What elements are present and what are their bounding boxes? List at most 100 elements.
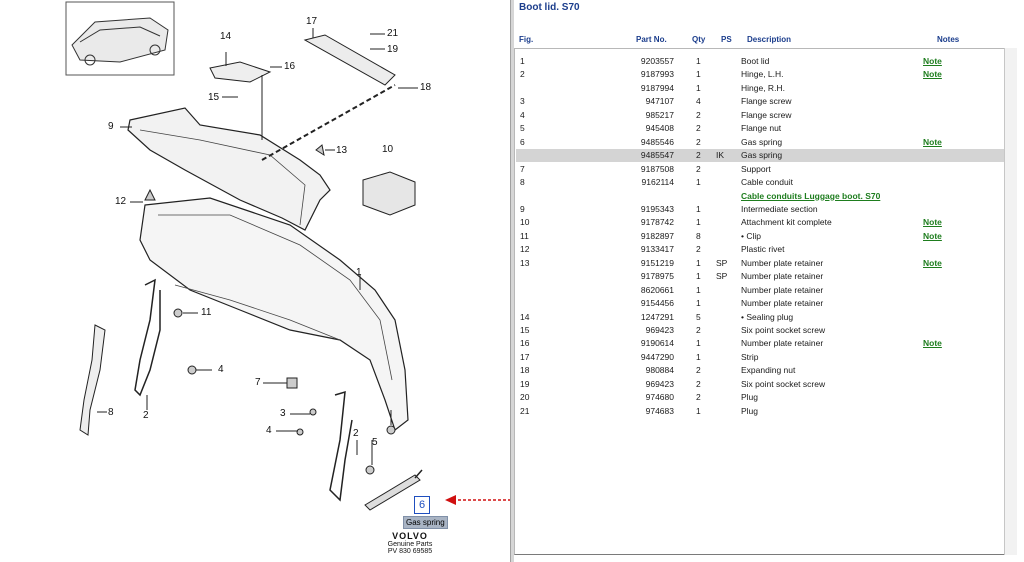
part-number-cell: 947107	[645, 96, 674, 107]
callout-10[interactable]: 10	[382, 144, 394, 155]
qty-cell: 2	[696, 325, 701, 335]
qty-cell: 2	[696, 136, 701, 147]
qty-cell: 1	[696, 82, 701, 93]
callout-2-left[interactable]: 2	[143, 410, 149, 421]
description-cell: Number plate retainer	[741, 298, 824, 309]
description-cell: Number plate retainer	[741, 257, 824, 268]
callout-4-bottom[interactable]: 4	[266, 425, 272, 436]
callout-11[interactable]: 12	[115, 196, 127, 207]
qty-cell: 4	[696, 96, 701, 107]
callout-2-right[interactable]: 2	[353, 428, 359, 439]
callout-1[interactable]: 1	[356, 267, 362, 278]
description-cell: Plastic rivet	[741, 244, 785, 255]
part-number-cell: 9151219	[640, 257, 674, 268]
note-link[interactable]: Note	[923, 136, 942, 147]
fig-cell: 18	[520, 365, 530, 376]
table-row[interactable]: 219746831Plug3	[516, 405, 1014, 418]
callout-4-top[interactable]: 4	[218, 364, 224, 375]
description-cell: Intermediate section	[741, 203, 818, 214]
callout-12[interactable]: 13	[336, 145, 348, 156]
part-number-cell: 974680	[645, 392, 674, 403]
part-number-cell: 9182897	[640, 230, 674, 241]
part-number-cell: 9154456	[640, 298, 674, 309]
qty-cell: 1	[696, 338, 701, 349]
table-row[interactable]: Cable conduits Luggage boot. S70	[516, 190, 1004, 203]
description-cell: Number plate retainer	[741, 284, 824, 295]
qty-cell: 2	[696, 244, 701, 255]
note-link[interactable]: Note	[923, 69, 942, 80]
callout-21[interactable]: 11	[201, 307, 212, 318]
callout-8[interactable]: 8	[108, 407, 114, 418]
description-cell: Six point socket screw	[741, 378, 826, 389]
fig-cell: 6	[520, 136, 525, 147]
cable-conduits-link[interactable]: Cable conduits Luggage boot. S70	[741, 190, 881, 201]
part-number-cell: 980884	[645, 365, 674, 376]
qty-cell: 2	[696, 109, 701, 120]
fig-cell: 19	[520, 378, 530, 389]
qty-cell: 1	[696, 177, 701, 188]
fig-cell: 1	[520, 56, 525, 66]
callout-19[interactable]: 21	[387, 28, 399, 39]
callout-16[interactable]: 17	[306, 16, 318, 27]
table-row[interactable]: 209746802Plug3	[516, 391, 1014, 404]
fig-cell: 14	[520, 311, 530, 322]
selected-fig-6[interactable]: 6	[414, 496, 430, 514]
callout-17[interactable]: 18	[420, 82, 432, 93]
qty-cell: 5	[696, 311, 701, 322]
note-link[interactable]: Note	[923, 257, 942, 268]
callout-7[interactable]: 7	[255, 377, 261, 388]
part-number-cell: 969423	[645, 325, 674, 335]
callout-15[interactable]: 16	[284, 61, 296, 72]
note-link[interactable]: Note	[923, 56, 942, 66]
part-number-cell: 969423	[645, 378, 674, 389]
qty-cell: 1	[696, 203, 701, 214]
note-link[interactable]: Note	[923, 217, 942, 228]
callout-14[interactable]: 15	[208, 92, 220, 103]
callout-5[interactable]: 5	[372, 437, 378, 448]
part-number-cell: 9190614	[640, 338, 674, 349]
pane-splitter[interactable]	[510, 0, 514, 562]
callout-13[interactable]: 14	[220, 31, 232, 42]
table-row[interactable]: 1794472901Strip2	[516, 351, 1014, 364]
qty-cell: 1	[696, 271, 701, 282]
vertical-scrollbar[interactable]	[1004, 48, 1017, 555]
callout-18[interactable]: 19	[387, 44, 399, 55]
qty-cell: 1	[696, 69, 701, 80]
callout-3[interactable]: 3	[280, 408, 286, 419]
note-link[interactable]: Note	[923, 338, 942, 349]
fig-cell: 9	[520, 203, 525, 214]
fig-cell: 16	[520, 338, 530, 349]
description-cell: Boot lid	[741, 56, 770, 66]
fig-cell: 17	[520, 351, 530, 362]
description-cell: Support	[741, 163, 771, 174]
table-row[interactable]: 791875082Support2	[516, 163, 1014, 176]
col-header-part: Part No.	[636, 35, 667, 44]
callout-9[interactable]: 9	[108, 121, 114, 132]
page-title: Boot lid. S70	[519, 2, 580, 13]
ps-cell: SP	[716, 257, 728, 268]
note-link[interactable]: Note	[923, 230, 942, 241]
